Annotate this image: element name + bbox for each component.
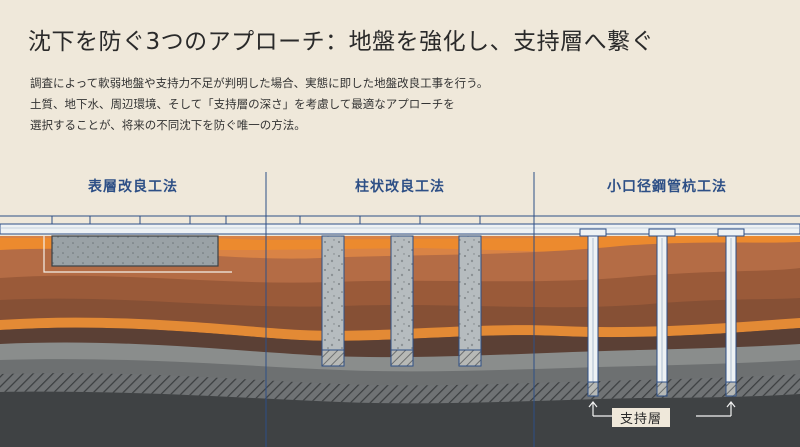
steel-pipe-pile-3	[717, 228, 745, 397]
steel-pipe-pile-2	[648, 228, 676, 397]
footing-posts	[51, 216, 481, 224]
steel-pipe-piles	[579, 228, 745, 397]
soil-layer-hatched	[0, 373, 800, 404]
page-title: 沈下を防ぐ3つのアプローチ：地盤を強化し、支持層へ繋ぐ	[28, 29, 655, 55]
description-line-3: 選択することが、将来の不同沈下を防ぐ唯一の方法。	[30, 118, 306, 132]
support-layer-indicator	[588, 401, 736, 417]
foundation-beam	[0, 223, 800, 235]
steel-pipe-pile-1	[579, 228, 607, 397]
description-line-2: 土質、地下水、周辺環境、そして「支持層の深さ」を考慮して最適なアプローチを	[30, 97, 455, 111]
method-label-column: 柱状改良工法	[355, 179, 445, 195]
column-pile-2	[390, 235, 414, 367]
method-label-steel-pipe: 小口径鋼管杭工法	[607, 179, 727, 195]
surface-improvement-slab	[51, 235, 219, 267]
column-piles	[321, 235, 482, 367]
column-pile-1	[321, 235, 345, 367]
description: 調査によって軟弱地盤や支持力不足が判明した場合、実態に即した地盤改良工事を行う。…	[30, 73, 488, 136]
surface-improvement-outline	[43, 236, 232, 273]
column-pile-3	[458, 235, 482, 367]
bearing-layer	[0, 391, 800, 447]
description-line-1: 調査によって軟弱地盤や支持力不足が判明した場合、実態に即した地盤改良工事を行う。	[30, 76, 489, 90]
support-layer-label: 支持層	[612, 408, 671, 427]
method-label-surface: 表層改良工法	[88, 179, 178, 195]
